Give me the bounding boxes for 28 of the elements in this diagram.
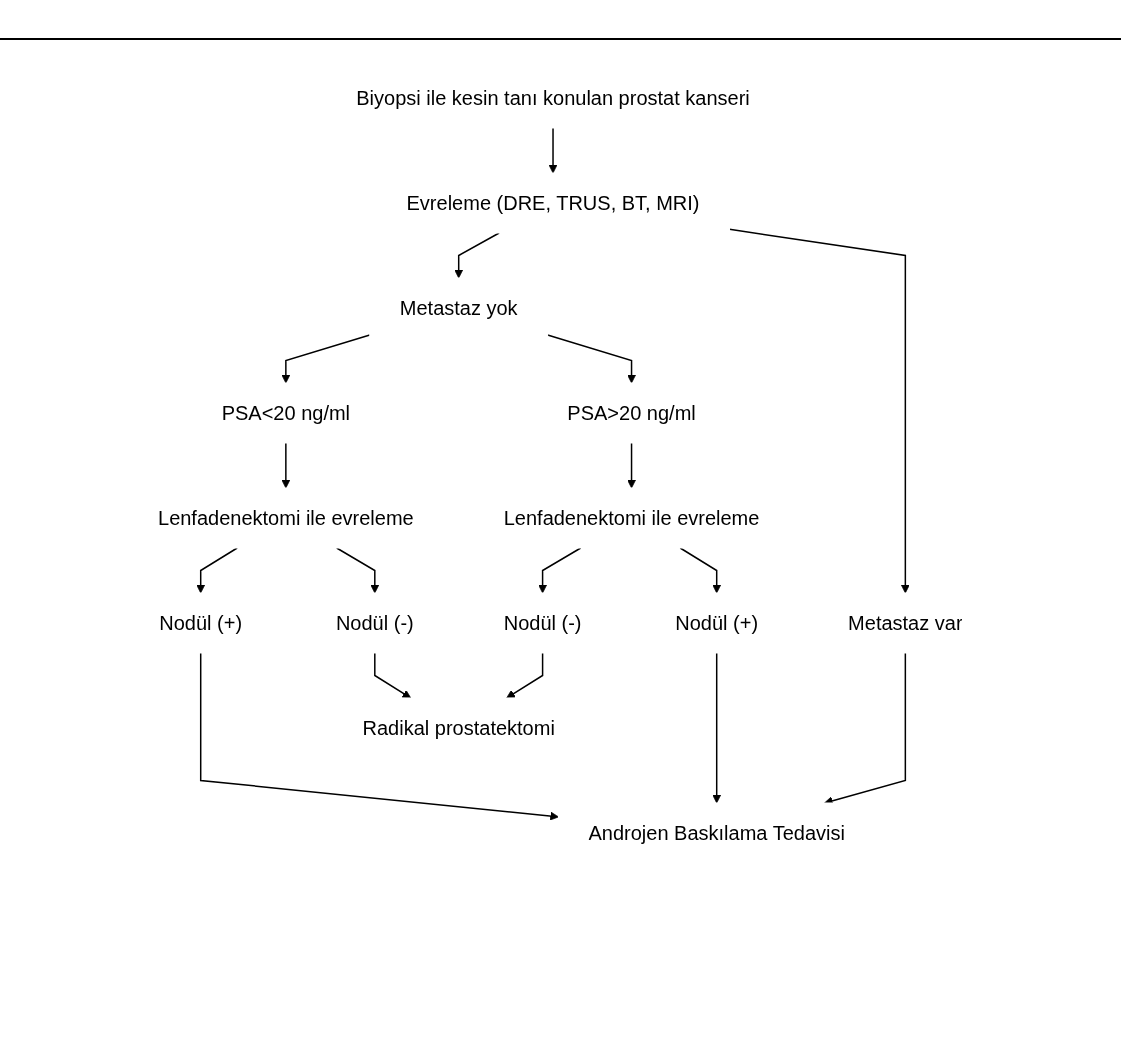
arrow — [679, 547, 722, 594]
arrow — [538, 547, 582, 594]
arrow — [336, 547, 380, 594]
node-text: PSA<20 ng/ml — [221, 401, 351, 424]
node-text: Evreleme (DRE, TRUS, BT, MRI) — [406, 192, 700, 214]
arrow — [281, 442, 291, 489]
node-text: Lenfadenektomi ile evreleme — [158, 506, 414, 529]
node-text: Lenfadenektomi ile evreleme — [503, 506, 760, 529]
arrow — [548, 127, 558, 174]
arrow — [728, 228, 910, 594]
arrow — [281, 334, 371, 384]
arrow — [506, 652, 544, 699]
node-text: Biyopsi ile kesin tanı konulan prostat kanseri — [356, 87, 750, 109]
node-text: Nodül (+) — [159, 611, 243, 634]
node-text: Metastaz yok — [399, 297, 518, 319]
node-text: Metastaz var — [848, 611, 963, 634]
arrow — [712, 652, 722, 804]
arrow — [627, 442, 637, 489]
arrow — [547, 334, 637, 384]
node-text: Androjen Baskılama Tedavisi — [588, 821, 846, 844]
arrow — [196, 547, 239, 594]
node-text: PSA>20 ng/ml — [567, 401, 696, 424]
node-text: Nodül (-) — [336, 611, 414, 634]
node-text: Radikal prostatektomi — [362, 716, 556, 739]
arrow — [374, 652, 412, 699]
node-text: Nodül (-) — [503, 611, 582, 634]
arrow — [200, 652, 560, 821]
node-text: Nodül (+) — [675, 611, 759, 634]
